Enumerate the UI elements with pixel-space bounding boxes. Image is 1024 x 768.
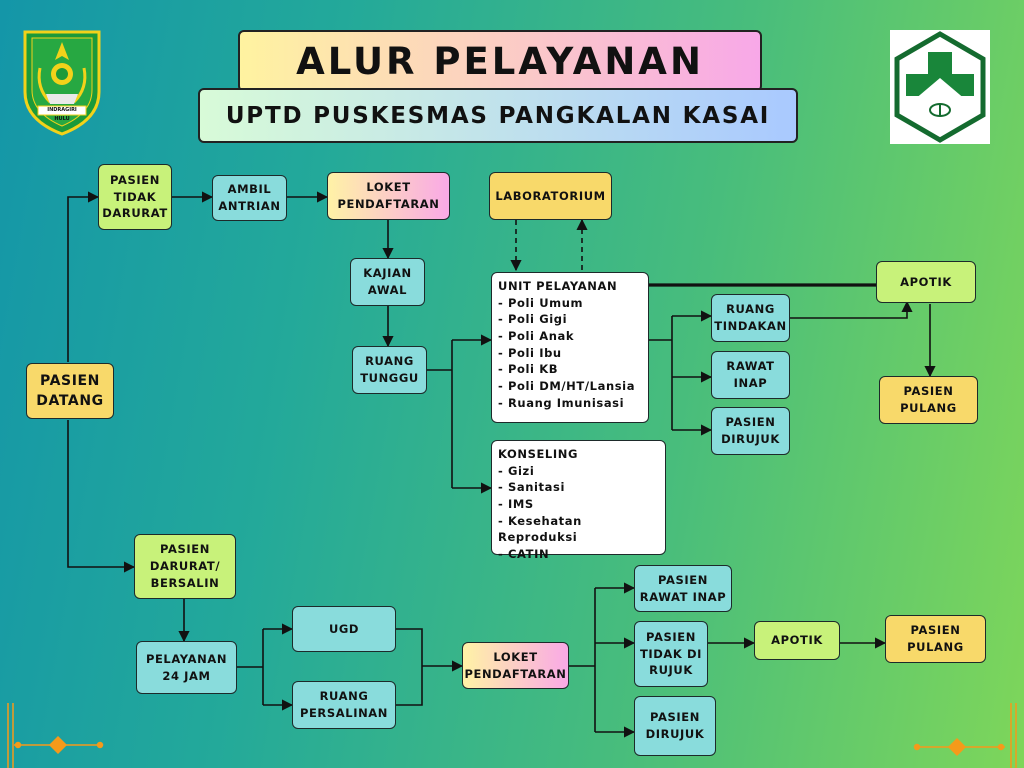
node-pasien-darurat: PASIEN DARURAT/ BERSALIN xyxy=(134,534,236,599)
node-pelayanan-24-jam: PELAYANAN 24 JAM xyxy=(136,641,237,694)
konseling-item: - Sanitasi xyxy=(498,480,565,495)
node-pasien-rawat-inap: PASIEN RAWAT INAP xyxy=(634,565,732,612)
node-ugd: UGD xyxy=(292,606,396,652)
node-ruang-tunggu: RUANG TUNGGU xyxy=(352,346,427,394)
node-ambil-antrian: AMBIL ANTRIAN xyxy=(212,175,287,221)
ornament-bottom-right xyxy=(913,703,1017,768)
unit-item: - Poli Ibu xyxy=(498,345,562,360)
node-rawat-inap: RAWAT INAP xyxy=(711,351,790,399)
ornament-bottom-left xyxy=(7,703,104,768)
unit-pelayanan-list: UNIT PELAYANAN - Poli Umum - Poli Gigi -… xyxy=(498,278,635,411)
node-pasien-datang: PASIEN DATANG xyxy=(26,363,114,419)
line-tindakan-apotik xyxy=(790,300,913,319)
konseling-item: - Gizi xyxy=(498,463,535,478)
node-pasien-pulang-top: PASIEN PULANG xyxy=(879,376,978,424)
regional-emblem: INDRAGIRI HULU xyxy=(22,28,102,136)
emblem-text: INDRAGIRI HULU xyxy=(47,107,77,122)
unit-item: - Poli Gigi xyxy=(498,312,568,327)
unit-item: - Poli DM/HT/Lansia xyxy=(498,379,636,394)
node-apotik-top: APOTIK xyxy=(876,261,976,303)
line-datang-darurat xyxy=(67,420,136,573)
line-unit-split xyxy=(649,316,673,430)
node-pasien-tidak-darurat: PASIEN TIDAK DARURAT xyxy=(98,164,172,230)
konseling-title: KONSELING xyxy=(498,447,579,461)
page-title: ALUR PELAYANAN xyxy=(238,30,762,92)
node-pasien-dirujuk-bottom: PASIEN DIRUJUK xyxy=(634,696,716,756)
konseling-item: - Kesehatan Reproduksi xyxy=(498,513,582,545)
node-pasien-pulang-bottom: PASIEN PULANG xyxy=(885,615,986,663)
line-ugd-merge xyxy=(396,628,423,706)
unit-item: - Poli Umum xyxy=(498,295,584,310)
unit-item: - Ruang Imunisasi xyxy=(498,395,625,410)
line-24jam-split xyxy=(237,629,264,705)
node-pasien-dirujuk-top: PASIEN DIRUJUK xyxy=(711,407,790,455)
page-subtitle: UPTD PUSKESMAS PANGKALAN KASAI xyxy=(198,88,798,143)
node-ruang-tindakan: RUANG TINDAKAN xyxy=(711,294,790,342)
node-konseling: KONSELING - Gizi - Sanitasi - IMS - Kese… xyxy=(491,440,666,561)
unit-item: - Poli Anak xyxy=(498,329,575,344)
node-loket-pendaftaran-top: LOKET PENDAFTARAN xyxy=(327,172,450,220)
node-laboratorium: LABORATORIUM xyxy=(489,172,612,220)
node-unit-pelayanan: UNIT PELAYANAN - Poli Umum - Poli Gigi -… xyxy=(491,272,649,423)
puskesmas-logo xyxy=(890,30,990,144)
unit-pelayanan-title: UNIT PELAYANAN xyxy=(498,279,618,293)
konseling-item: - CATIN xyxy=(498,547,550,562)
node-pasien-tidak-dirujuk: PASIEN TIDAK DI RUJUK xyxy=(634,621,708,687)
line-tunggu-split xyxy=(427,340,453,488)
node-kajian-awal: KAJIAN AWAL xyxy=(350,258,425,306)
node-ruang-persalinan: RUANG PERSALINAN xyxy=(292,681,396,729)
unit-item: - Poli KB xyxy=(498,362,559,377)
konseling-item: - IMS xyxy=(498,497,534,512)
konseling-list: KONSELING - Gizi - Sanitasi - IMS - Kese… xyxy=(498,446,659,563)
line-loket-split xyxy=(569,588,596,732)
node-apotik-bottom: APOTIK xyxy=(754,621,840,660)
node-loket-pendaftaran-bottom: LOKET PENDAFTARAN xyxy=(462,642,569,689)
line-datang-tidak-darurat xyxy=(67,191,100,362)
